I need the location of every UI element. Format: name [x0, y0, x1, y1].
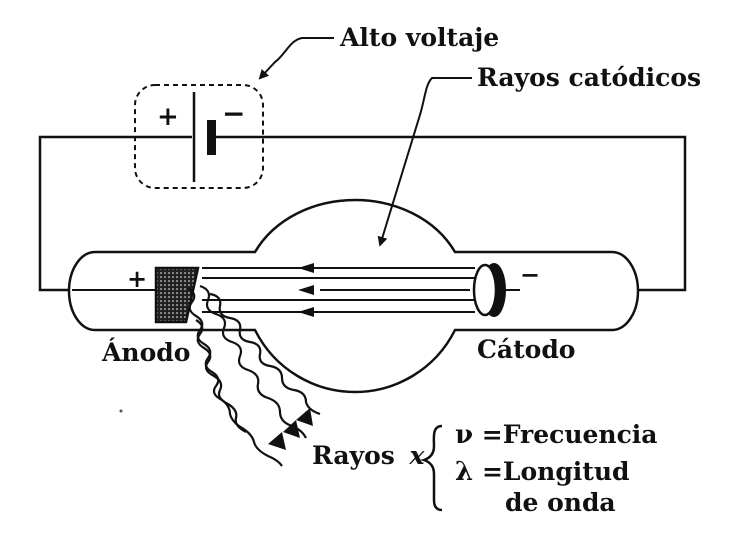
anode-target — [154, 266, 200, 324]
high-voltage-arrow — [258, 37, 334, 80]
cathode-minus-sign: − — [520, 260, 540, 289]
xrays-prefix: Rayos — [312, 441, 395, 470]
label-cathode: Cátodo — [477, 335, 575, 364]
battery-plus-sign: + — [157, 102, 179, 132]
label-high-voltage: Alto voltaje — [339, 23, 499, 52]
legend-wavelength: λ =Longitud — [455, 457, 630, 487]
high-voltage-box — [134, 84, 264, 189]
cathode-ray-beam — [202, 267, 475, 313]
wavelength-text: =Longitud — [482, 457, 630, 486]
xray-tube-outline — [67, 198, 640, 394]
xray-emission-waves — [187, 284, 321, 467]
frequency-text: =Frecuencia — [482, 420, 658, 449]
battery-short-plate — [207, 120, 216, 155]
legend-frequency: ν =Frecuencia — [455, 420, 658, 450]
xray-arrowheads — [268, 408, 313, 450]
frequency-symbol: ν — [455, 420, 473, 450]
wavelength-symbol: λ — [455, 457, 473, 487]
beam-arrows — [298, 263, 314, 317]
legend-brace — [420, 424, 443, 512]
cathode-rays-arrow — [377, 77, 472, 247]
anode-plus-sign: + — [127, 264, 147, 293]
label-xrays: Rayos x — [312, 441, 426, 470]
xrays-symbol: x — [409, 441, 426, 470]
label-anode: Ánodo — [101, 338, 190, 367]
battery-minus-sign: − — [222, 97, 245, 130]
legend-wavelength-line2: de onda — [505, 488, 616, 517]
label-cathode-rays: Rayos catódicos — [477, 63, 701, 92]
circuit-wire — [38, 135, 687, 292]
scan-speck — [119, 409, 123, 413]
cathode-electrode — [472, 263, 520, 317]
